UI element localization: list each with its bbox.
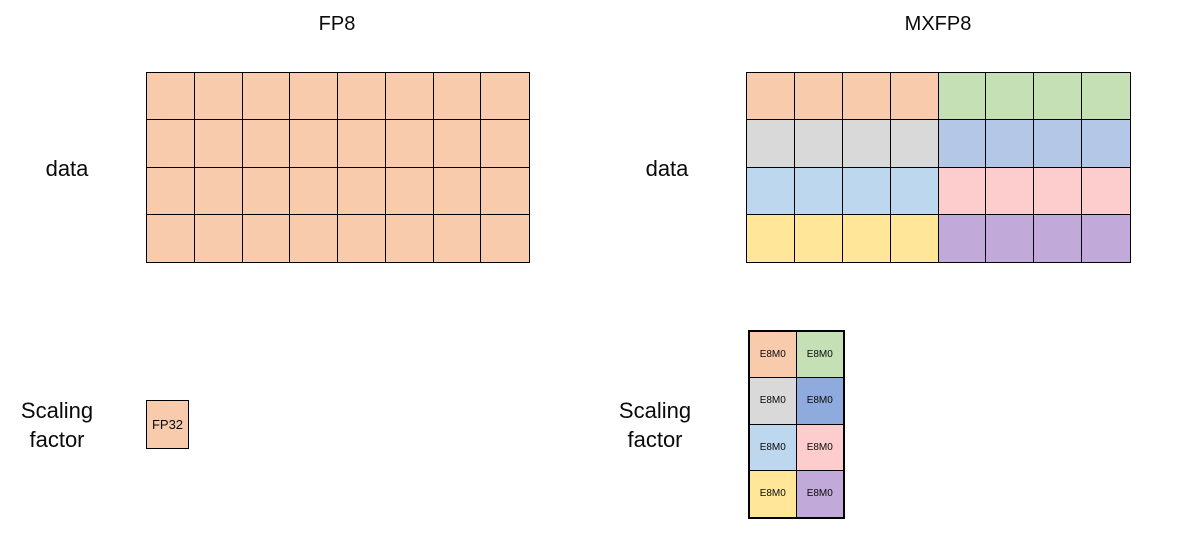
data-cell — [986, 120, 1035, 168]
data-cell — [147, 214, 195, 262]
data-cell — [747, 167, 795, 215]
fp8-title: FP8 — [318, 13, 356, 35]
data-cell — [1034, 167, 1083, 215]
data-cell — [290, 167, 338, 215]
data-cell — [747, 120, 795, 168]
data-cell — [1082, 167, 1130, 215]
data-cell — [194, 73, 243, 121]
data-cell — [290, 120, 338, 168]
fp8-data-grid — [146, 72, 530, 263]
data-cell — [433, 214, 482, 262]
data-cell — [290, 214, 338, 262]
data-cell — [194, 214, 243, 262]
scaling-cell: FP32 — [147, 401, 188, 448]
data-cell — [890, 120, 939, 168]
data-cell — [481, 167, 529, 215]
data-cell — [433, 73, 482, 121]
scaling-cell-label: E8M0 — [759, 441, 786, 453]
scaling-cell-label: E8M0 — [806, 349, 833, 361]
data-cell — [194, 120, 243, 168]
data-cell — [1082, 120, 1130, 168]
scaling-cell-label: E8M0 — [806, 395, 833, 407]
data-cell — [242, 167, 291, 215]
scaling-label-line2: factor — [29, 427, 85, 452]
data-cell — [147, 73, 195, 121]
mxfp8-data-grid — [746, 72, 1131, 263]
scaling-cell: E8M0 — [750, 378, 797, 425]
data-cell — [986, 73, 1035, 121]
data-cell — [890, 167, 939, 215]
data-cell — [1034, 73, 1083, 121]
data-cell — [890, 73, 939, 121]
scaling-label-line1: Scaling — [618, 398, 692, 423]
scaling-cell: E8M0 — [796, 378, 843, 425]
data-cell — [242, 73, 291, 121]
data-cell — [794, 214, 843, 262]
data-cell — [986, 167, 1035, 215]
data-cell — [842, 120, 891, 168]
data-cell — [338, 120, 386, 168]
data-cell — [147, 167, 195, 215]
data-cell — [938, 167, 987, 215]
scaling-cell: E8M0 — [750, 470, 797, 517]
fp8-scaling-grid: FP32 — [146, 400, 189, 449]
scaling-cell-label: E8M0 — [806, 441, 833, 453]
scaling-cell-label: E8M0 — [759, 395, 786, 407]
data-cell — [842, 214, 891, 262]
data-cell — [338, 214, 386, 262]
data-cell — [290, 73, 338, 121]
scaling-cell-label: E8M0 — [759, 349, 786, 361]
data-cell — [338, 73, 386, 121]
data-cell — [338, 167, 386, 215]
data-cell — [147, 120, 195, 168]
fp8-scaling-factor-label: Scaling factor — [2, 396, 112, 454]
fp8-data-label: data — [45, 156, 89, 181]
data-cell — [242, 120, 291, 168]
mxfp8-scaling-factor-label: Scaling factor — [600, 396, 710, 454]
data-cell — [794, 73, 843, 121]
data-cell — [938, 120, 987, 168]
mxfp8-data-label: data — [645, 156, 689, 181]
data-cell — [938, 214, 987, 262]
data-cell — [1082, 73, 1130, 121]
data-cell — [385, 214, 434, 262]
data-cell — [842, 73, 891, 121]
data-cell — [433, 120, 482, 168]
data-cell — [794, 167, 843, 215]
data-cell — [385, 167, 434, 215]
data-cell — [242, 214, 291, 262]
data-cell — [842, 167, 891, 215]
data-cell — [794, 120, 843, 168]
scaling-label-line2: factor — [627, 427, 683, 452]
scaling-cell: E8M0 — [750, 424, 797, 471]
data-cell — [385, 73, 434, 121]
scaling-cell: E8M0 — [796, 332, 843, 379]
scaling-cell: E8M0 — [796, 470, 843, 517]
scaling-cell: E8M0 — [750, 332, 797, 379]
data-cell — [481, 214, 529, 262]
scaling-cell-label: E8M0 — [806, 488, 833, 500]
scaling-label-line1: Scaling — [20, 398, 94, 423]
data-cell — [385, 120, 434, 168]
mxfp8-title: MXFP8 — [904, 13, 972, 35]
scaling-cell-label: E8M0 — [759, 488, 786, 500]
data-cell — [986, 214, 1035, 262]
scaling-cell-label: FP32 — [151, 417, 184, 432]
data-cell — [938, 73, 987, 121]
data-cell — [1082, 214, 1130, 262]
data-cell — [747, 214, 795, 262]
data-cell — [481, 73, 529, 121]
scaling-cell: E8M0 — [796, 424, 843, 471]
data-cell — [1034, 214, 1083, 262]
data-cell — [433, 167, 482, 215]
data-cell — [747, 73, 795, 121]
data-cell — [1034, 120, 1083, 168]
data-cell — [481, 120, 529, 168]
data-cell — [890, 214, 939, 262]
data-cell — [194, 167, 243, 215]
